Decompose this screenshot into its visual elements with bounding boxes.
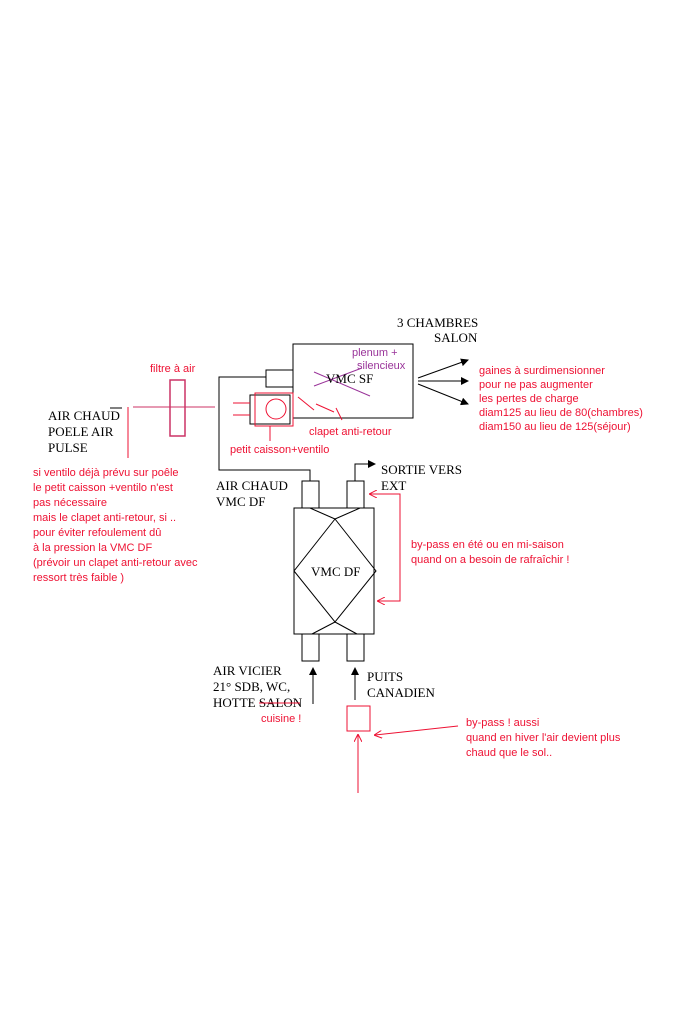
petit-caisson-label: petit caisson+ventilo bbox=[230, 444, 329, 456]
port-top-right bbox=[346, 480, 365, 509]
ventilo-circle bbox=[265, 398, 287, 420]
arrow-rooms-down bbox=[417, 383, 469, 406]
vmc-df-label: VMC DF bbox=[311, 564, 361, 579]
poele-label-1: AIR CHAUD bbox=[48, 408, 120, 423]
gaines-note-4: diam125 au lieu de 80(chambres) bbox=[479, 407, 643, 419]
gaines-note-2: pour ne pas augmenter bbox=[479, 379, 593, 391]
ventilo-note-4: mais le clapet anti-retour, si .. bbox=[33, 512, 176, 524]
exchanger-top-left bbox=[309, 507, 336, 520]
clapet-label: clapet anti-retour bbox=[309, 426, 392, 438]
ventilo-note-2: le petit caisson +ventilo n'est bbox=[33, 482, 173, 494]
air-chaud-duct bbox=[218, 376, 311, 481]
air-chaud-vmc-label-1: AIR CHAUD bbox=[216, 478, 288, 493]
bypass-hiver-note-3: chaud que le sol.. bbox=[466, 747, 552, 759]
bypass-ete-note-1: by-pass en été ou en mi-saison bbox=[411, 539, 564, 551]
sortie-label-1: SORTIE VERS bbox=[381, 462, 462, 477]
cuisine-label: cuisine ! bbox=[261, 713, 301, 725]
bypass-ete-loop bbox=[376, 493, 401, 601]
clapet-dash-2 bbox=[315, 403, 335, 413]
air-chaud-vmc-label-2: VMC DF bbox=[216, 494, 266, 509]
exchanger-top-right bbox=[334, 507, 361, 520]
ventilo-note-6: à la pression la VMC DF bbox=[33, 542, 152, 554]
filtre-label: filtre à air bbox=[150, 363, 196, 375]
puits-label-2: CANADIEN bbox=[367, 685, 435, 700]
sortie-arrow bbox=[354, 460, 376, 481]
ventilo-note-7: (prévoir un clapet anti-retour avec bbox=[33, 557, 198, 569]
poele-label-3: PULSE bbox=[48, 440, 88, 455]
plenum-label-2: silencieux bbox=[357, 360, 406, 372]
vmc-sf-label: VMC SF bbox=[326, 371, 373, 386]
ventilo-note-5: pour éviter refoulement dû bbox=[33, 527, 161, 539]
air-vicier-label-2: 21° SDB, WC, bbox=[213, 679, 290, 694]
clapet-dash-3 bbox=[335, 407, 343, 421]
gaines-note-1: gaines à surdimensionner bbox=[479, 365, 605, 377]
salon-label: SALON bbox=[434, 330, 478, 345]
plenum-label-1: plenum + bbox=[352, 347, 398, 359]
plenum-inlet-stub bbox=[265, 369, 294, 388]
ventilo-note-3: pas nécessaire bbox=[33, 497, 107, 509]
port-bottom-right bbox=[346, 633, 365, 662]
hotte-text: HOTTE bbox=[213, 695, 259, 710]
air-filter bbox=[169, 379, 186, 437]
poele-label-2: POELE AIR bbox=[48, 424, 114, 439]
bypass-ete-note-2: quand on a besoin de rafraîchir ! bbox=[411, 554, 569, 566]
bypass-hiver-note-1: by-pass ! aussi bbox=[466, 717, 539, 729]
chambres-label: 3 CHAMBRES bbox=[397, 315, 478, 330]
vmc-sf-strike-2 bbox=[313, 367, 363, 387]
clapet-dash-1 bbox=[297, 396, 315, 411]
sortie-label-2: EXT bbox=[381, 478, 406, 493]
gaines-note-3: les pertes de charge bbox=[479, 393, 579, 405]
bypass-hiver-box bbox=[346, 705, 371, 732]
port-bottom-left bbox=[301, 633, 320, 662]
petit-caisson bbox=[254, 392, 294, 427]
gaines-note-5: diam150 au lieu de 125(séjour) bbox=[479, 421, 631, 433]
ventilo-note-1: si ventilo déjà prévu sur poêle bbox=[33, 467, 179, 479]
port-top-left bbox=[301, 480, 320, 509]
air-vicier-label-1: AIR VICIER bbox=[213, 663, 282, 678]
exchanger-bottom-left bbox=[311, 621, 336, 635]
bypass-hiver-note-2: quand en hiver l'air devient plus bbox=[466, 732, 621, 744]
petit-caisson-outer-black bbox=[249, 394, 291, 425]
vmc-sf-strike-1 bbox=[313, 371, 371, 397]
exchanger-bottom-right bbox=[334, 621, 358, 635]
ventilo-note-8: ressort très faible ) bbox=[33, 572, 124, 584]
bypass-hiver-side-arrow bbox=[375, 725, 459, 735]
arrow-rooms-up bbox=[417, 358, 469, 379]
puits-label-1: PUITS bbox=[367, 669, 403, 684]
